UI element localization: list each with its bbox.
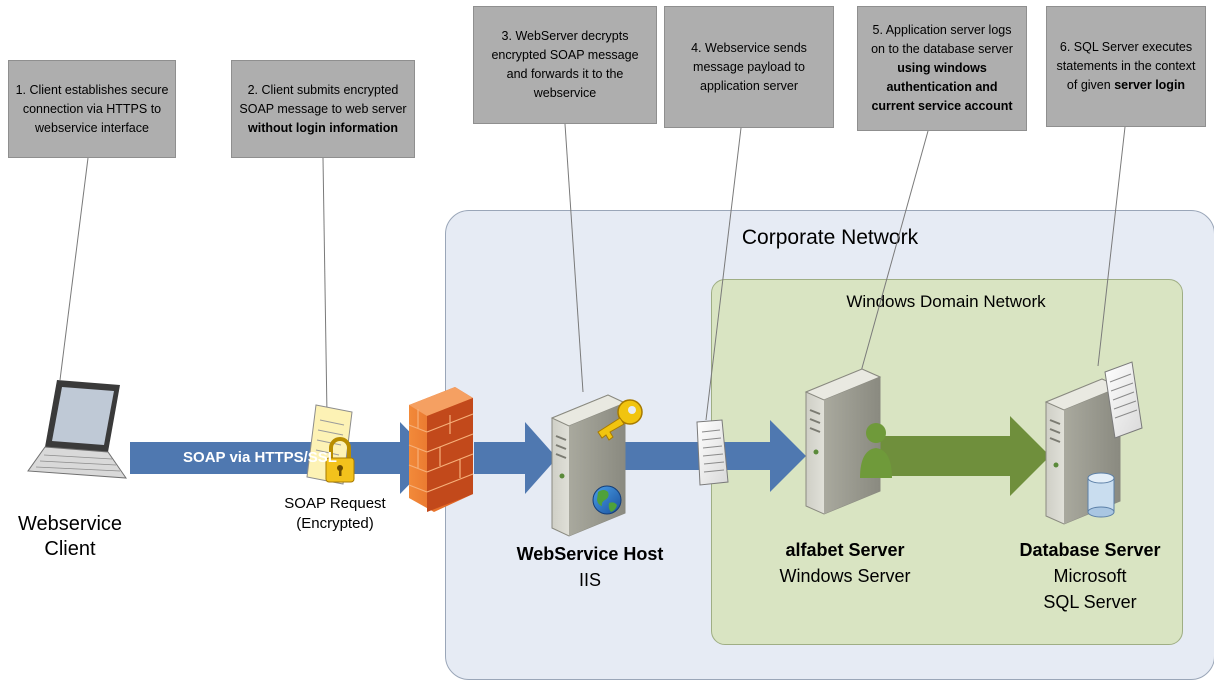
callout-1-text: 1. Client establishes secure connection … (15, 82, 169, 135)
alfabet-server-subtitle: Windows Server (779, 566, 911, 586)
alfabet-server-title: alfabet Server (785, 540, 905, 560)
firewall-icon (408, 387, 474, 512)
callout-2-text: 2. Client submits encrypted SOAP message… (239, 82, 407, 116)
database-server-subtitle-2: SQL Server (1043, 592, 1137, 612)
connector-3 (564, 123, 584, 393)
callout-6: 6. SQL Server executes statements in the… (1046, 6, 1206, 127)
auth-arrow (880, 416, 1050, 496)
callout-3-text: 3. WebServer decrypts encrypted SOAP mes… (491, 29, 639, 100)
alfabet-server-label: alfabet Server Windows Server (765, 537, 925, 589)
windows-domain-label: Windows Domain Network (846, 292, 1046, 311)
callout-2: 2. Client submits encrypted SOAP message… (231, 60, 415, 158)
callout-5-bold-text: using windows authentication and current… (871, 61, 1013, 113)
callout-6-plain: 6. SQL Server executes statements in the… (1056, 40, 1196, 92)
alfabet-server-icon (804, 368, 882, 515)
globe-icon (592, 485, 622, 515)
callout-5: 5. Application server logs on to the dat… (857, 6, 1027, 131)
payload-document-icon (696, 419, 729, 486)
encrypted-document-icon (306, 404, 355, 485)
callout-1: 1. Client establishes secure connection … (8, 60, 176, 158)
webservice-host-subtitle: IIS (578, 570, 601, 590)
client-label-line1: Webservice (17, 513, 123, 535)
database-server-label: Database Server Microsoft SQL Server (1010, 537, 1170, 615)
webservice-host-title: WebService Host (516, 544, 664, 564)
corporate-network-label: Corporate Network (741, 226, 919, 249)
service-account-icon (860, 423, 892, 478)
soap-arrow-2 (474, 422, 557, 494)
client-label-line2: Client (44, 538, 96, 560)
connector-2 (322, 157, 328, 416)
callout-6-bold-text: server login (1114, 78, 1186, 92)
statements-document-icon (1104, 361, 1143, 439)
callout-6-text: 6. SQL Server executes statements in the… (1053, 38, 1199, 95)
soap-request-label: SOAP Request (Encrypted) (270, 494, 400, 534)
soap-request-line2: (Encrypted) (296, 515, 374, 532)
callout-4: 4. Webservice sends message payload to a… (664, 6, 834, 128)
callout-4-text: 4. Webservice sends message payload to a… (691, 40, 807, 93)
connector-1 (59, 157, 89, 381)
callout-3: 3. WebServer decrypts encrypted SOAP mes… (473, 6, 657, 124)
database-icon (1087, 472, 1115, 518)
laptop-icon (27, 380, 128, 479)
key-icon (597, 399, 643, 441)
soap-arrow-label: SOAP via HTTPS/SSL (183, 449, 337, 466)
database-server-subtitle-1: Microsoft (1053, 566, 1127, 586)
webservice-host-server-icon (550, 394, 627, 537)
connector-6 (1097, 126, 1126, 367)
callout-2-bold-text: without login information (248, 120, 398, 135)
callout-5-text: 5. Application server logs on to the dat… (871, 23, 1013, 56)
client-label: Webservice Client (5, 512, 135, 562)
callout-connectors (59, 123, 1126, 421)
webservice-host-label: WebService Host IIS (510, 541, 670, 593)
soap-request-line1: SOAP Request (284, 495, 386, 512)
database-server-title: Database Server (1019, 540, 1161, 560)
connector-4 (705, 127, 742, 421)
connector-5 (856, 130, 929, 387)
soap-arrow-1 (130, 422, 435, 494)
